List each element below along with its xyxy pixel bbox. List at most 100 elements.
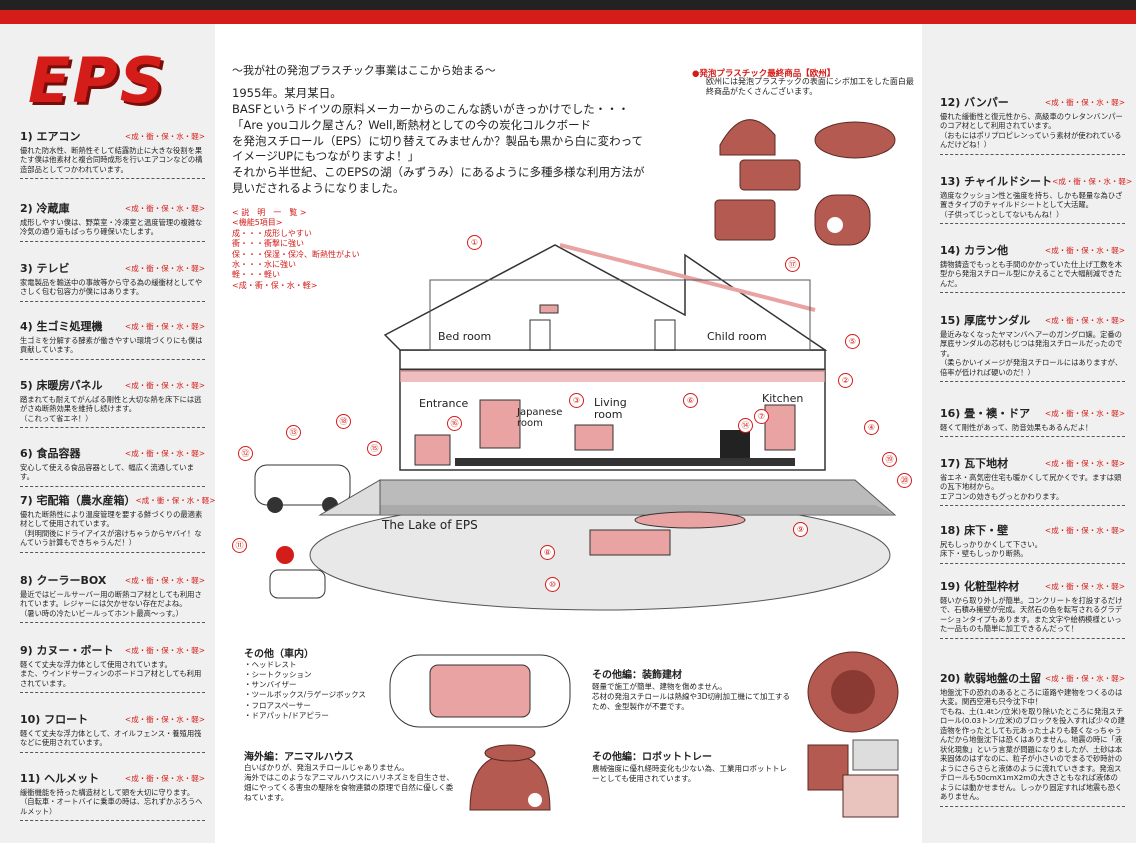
right-item-title: 16) 畳・襖・ドア [940,407,1031,420]
left-item: 5) 床暖房パネル<成・衝・保・水・軽>踏まれても耐えてがんばる剛性と大切な熱を… [20,377,205,429]
left-item: 11) ヘルメット<成・衝・保・水・軽> 緩衝機能を持った構造材として頭を大切に守… [20,770,205,822]
right-item-labels: <成・衝・保・水・軽> [1044,673,1125,683]
europe-heading: ●発泡プラスチック最終商品【欧州】 [692,69,836,79]
divider [20,820,205,822]
right-item-title: 20) 軟弱地盤の土留 [940,672,1042,685]
left-item-labels: <成・衝・保・水・軽> [124,448,205,458]
right-item-heading: 19) 化粧型枠材<成・衝・保・水・軽> [940,578,1125,594]
marker-1: ① [467,235,482,250]
right-item-text: 鋳物鋳造でもっとも手間のかかっていた仕上げ工数を木型から発泡スチロール型にかえる… [940,260,1123,288]
marker-8: ⑧ [540,545,555,560]
marker-6: ⑥ [683,393,698,408]
lake-label: The Lake of EPS [382,518,478,532]
right-item: 15) 厚底サンダル<成・衝・保・水・軽> 最近みなくなったヤマンバヘアーのガング… [940,312,1125,383]
divider [20,622,205,624]
left-item-text: 優れた防水性、断熱性そして結露防止に大きな役割を果たす僕は他素材と複合同時成形を… [20,146,203,174]
left-column [0,24,215,843]
right-item-labels: <成・衝・保・水・軽> [1044,581,1125,591]
right-item-heading: 16) 畳・襖・ドア <成・衝・保・水・軽> [940,405,1125,421]
left-item: 4) 生ゴミ処理機 <成・衝・保・水・軽> 生ゴミを分解する酵素が働きやすい環境づく… [20,318,205,360]
animal-house-heading: 海外編：アニマルハウス [244,752,354,763]
house-illustration [254,243,897,611]
right-item-text: 優れた緩衝性と復元性から、高級車のウレタンバンパーのコア材として利用されています… [940,112,1123,150]
left-item-labels: <成・衝・保・水・軽> [124,645,205,655]
right-item: 12) バンパー <成・衝・保・水・軽> 優れた緩衝性と復元性から、高級車のウレタン… [940,94,1125,155]
divider [20,551,205,553]
right-item: 20) 軟弱地盤の土留<成・衝・保・水・軽>地盤沈下の恐れのあるところに道路や建… [940,670,1125,807]
right-item-title: 15) 厚底サンダル [940,314,1031,327]
right-item-title: 12) バンパー [940,96,1009,109]
right-item: 16) 畳・襖・ドア <成・衝・保・水・軽> 軽くて剛性があって、防音効果もあるんだ… [940,405,1125,438]
bedroom-label: Bed room [438,330,492,343]
left-item-text: 生ゴミを分解する酵素が働きやすい環境づくりにも僕は貢献しています。 [20,336,203,355]
left-item-labels: <成・衝・保・水・軽> [124,263,205,273]
left-item-title: 1) エアコン [20,130,81,143]
left-item-title: 10) フロート [20,713,89,726]
left-item: 6) 食品容器<成・衝・保・水・軽>安心して使える食品容器として、幅広く流通して… [20,445,205,487]
marker-13: ⑬ [286,425,301,440]
divider [940,505,1125,507]
right-item-heading: 20) 軟弱地盤の土留<成・衝・保・水・軽> [940,670,1125,686]
divider [20,240,205,242]
left-item-title: 6) 食品容器 [20,447,81,460]
right-item-text: 軽いから取り外しが簡単。コンクリートを打設するだけで、石積み擁壁が完成。天然石の… [940,596,1123,634]
deco-text: 軽量で施工が簡単、建物を傷めません。 芯材の発泡スチロールは熱線や3D切削加工機… [592,682,791,712]
left-item-heading: 1) エアコン<成・衝・保・水・軽> [20,128,205,144]
divider [20,485,205,487]
childroom-label: Child room [707,330,767,343]
right-item-text: 尻もしっかりかくして下さい。 床下・壁もしっかり断熱。 [940,540,1042,559]
left-item-labels: <成・衝・保・水・軽> [124,203,205,213]
left-item-text: 軽くて丈夫な浮力体として、オイルフェンス・養殖用筏などに使用されています。 [20,729,202,748]
right-item: 14) カラン他 <成・衝・保・水・軽> 鋳物鋳造でもっとも手間のかかっていた仕上げ… [940,242,1125,294]
marker-12: ⑫ [238,446,253,461]
left-item-title: 8) クーラーBOX [20,574,107,587]
legend: < 説 明 一 覧 > <機能5項目> 成・・・成形しやすい 衝・・・衝撃に強い… [232,208,360,290]
right-item-text: 軽くて剛性があって、防音効果もあるんだよ！ [940,423,1093,432]
marker-7: ⑦ [754,409,769,424]
right-item: 17) 瓦下地材<成・衝・保・水・軽>省エネ・高気密住宅も暖かくして尻かくです。… [940,455,1125,507]
left-item-title: 5) 床暖房パネル [20,379,103,392]
left-item-title: 3) テレビ [20,262,70,275]
marker-14: ⑭ [738,418,753,433]
divider [940,436,1125,438]
left-item-labels: <成・衝・保・水・軽> [124,714,205,724]
right-item-heading: 15) 厚底サンダル<成・衝・保・水・軽> [940,312,1125,328]
right-item-title: 18) 床下・壁 [940,524,1009,537]
marker-17: ⑰ [785,257,800,272]
left-item-heading: 11) ヘルメット<成・衝・保・水・軽> [20,770,205,786]
divider [940,381,1125,383]
right-item-labels: <成・衝・保・水・軽> [1044,525,1125,535]
marker-16: ⑯ [447,416,462,431]
right-item-title: 14) カラン他 [940,244,1009,257]
marker-5: ⑤ [845,334,860,349]
robot-tray-text: 農械強度に優れ経時変化も少ない為、工業用ロボットトレーとしても使用されています。 [592,764,787,784]
right-item-heading: 12) バンパー <成・衝・保・水・軽> [940,94,1125,110]
right-item: 19) 化粧型枠材<成・衝・保・水・軽> 軽いから取り外しが簡単。コンクリートを打… [940,578,1125,639]
left-item-labels: <成・衝・保・水・軽> [124,321,205,331]
right-item-labels: <成・衝・保・水・軽> [1044,408,1125,418]
top-red-bar [0,10,1136,24]
left-item-text: 軽くて丈夫な浮力体として使用されています。 また、ウインドサーフィンのボードコア… [20,660,202,688]
car-interior-list: ・ヘッドレスト ・シートクッション ・サンバイザー ・ツールボックス/ラゲージボ… [244,660,366,720]
left-item-text: 緩衝機能を持った構造材として頭を大切に守ります。 （自転車・オートバイに乗車の時… [20,788,203,816]
car-interior-heading: その他（車内） [244,649,314,660]
divider [20,692,205,694]
entrance-label: Entrance [419,397,469,410]
right-item-labels: <成・衝・保・水・軽> [1044,245,1125,255]
marker-11: ⑪ [232,538,247,553]
marker-10: ⑩ [545,577,560,592]
divider [20,427,205,429]
marker-4: ④ [864,420,879,435]
left-item-title: 4) 生ゴミ処理機 [20,320,103,333]
right-item-text: 最近みなくなったヤマンバヘアーのガングロ嬢。定番の厚底サンダルの芯材もじつは発泡… [940,330,1123,377]
left-item-title: 9) カヌー・ボート [20,644,114,657]
divider [940,292,1125,294]
left-item-heading: 5) 床暖房パネル<成・衝・保・水・軽> [20,377,205,393]
divider [20,358,205,360]
left-item-heading: 10) フロート <成・衝・保・水・軽> [20,711,205,727]
marker-2: ② [838,373,853,388]
right-item-labels: <成・衝・保・水・軽> [1044,97,1125,107]
divider [940,153,1125,155]
left-item: 9) カヌー・ボート <成・衝・保・水・軽> 軽くて丈夫な浮力体として使用されていま… [20,642,205,694]
europe-products [714,119,896,246]
